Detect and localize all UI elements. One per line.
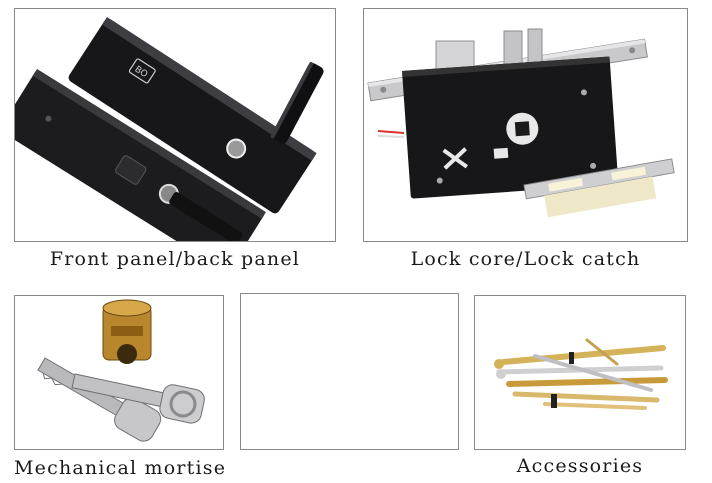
lock-core-image: [364, 9, 687, 241]
caption-mechanical-mortise: Mechanical mortise: [14, 457, 227, 479]
lock-panel-image: BO: [15, 9, 335, 241]
panel-accessories: [474, 295, 686, 450]
caption-front-back-panel: Front panel/back panel: [49, 248, 301, 270]
panel-front-back: BO: [14, 8, 336, 242]
screws-image: [475, 296, 685, 449]
panel-blank: [240, 293, 459, 450]
caption-lock-core: Lock core/Lock catch: [410, 248, 641, 270]
panel-mechanical-mortise: [14, 295, 224, 450]
panel-lock-core: [363, 8, 688, 242]
cylinder-keys-image: [15, 296, 223, 449]
caption-accessories: Accessories: [516, 455, 644, 477]
